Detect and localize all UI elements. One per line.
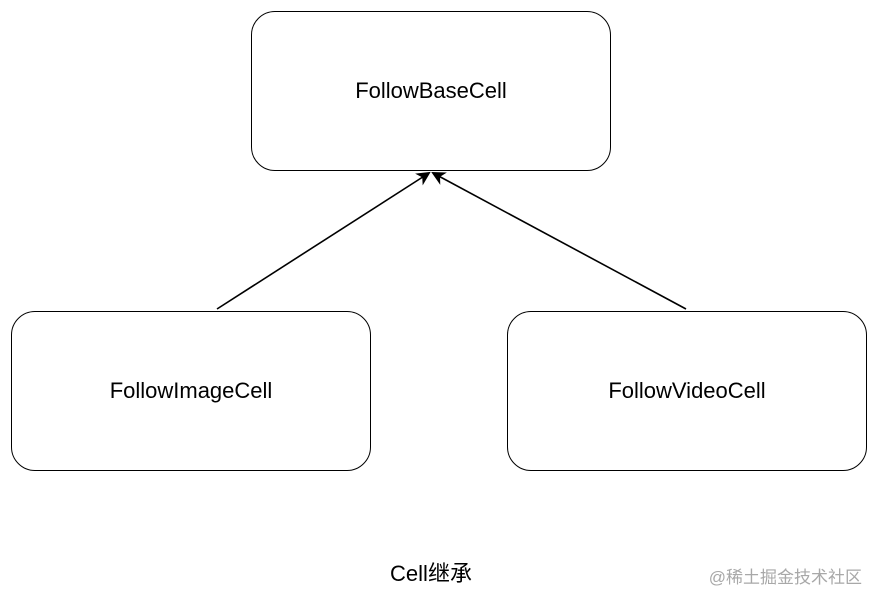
watermark: @稀土掘金技术社区 [708,568,862,587]
node-follow-image-cell: FollowImageCell [11,311,371,471]
edge-image-to-base [216,171,431,310]
edge-video-to-base [431,172,687,310]
diagram-caption: Cell继承 [390,561,472,586]
node-label: FollowVideoCell [608,378,766,403]
node-follow-base-cell: FollowBaseCell [251,11,611,171]
node-follow-video-cell: FollowVideoCell [507,311,867,471]
node-label: FollowBaseCell [355,78,507,103]
node-label: FollowImageCell [109,378,273,403]
